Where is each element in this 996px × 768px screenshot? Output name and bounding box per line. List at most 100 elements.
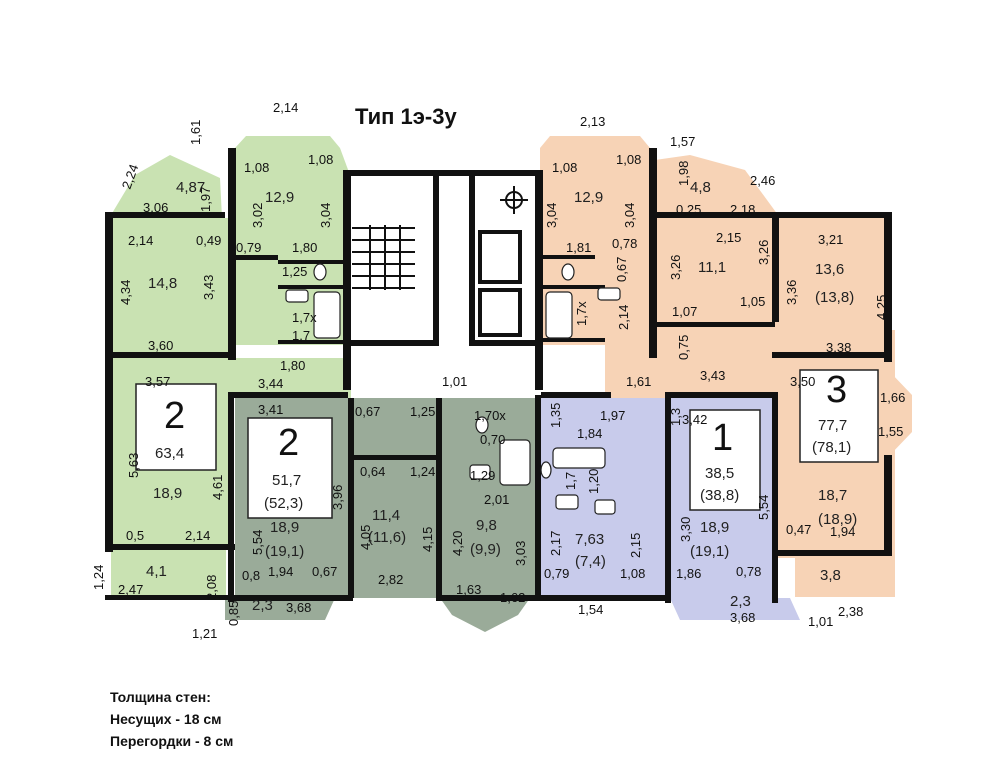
dim-label: 5,54 [250, 530, 265, 555]
dim-label: 0,70 [480, 432, 505, 447]
apt-total-alt-2: (52,3) [264, 495, 303, 512]
apt-rooms-2: 2 [278, 422, 299, 464]
dim-label: 1,7 [563, 472, 578, 490]
dim-label: 1,61 [188, 120, 203, 145]
dim-label: 3,02 [250, 203, 265, 228]
dim-label: 1,08 [244, 160, 269, 175]
dim-label: 1,29 [470, 468, 495, 483]
dim-label: 1,55 [878, 424, 903, 439]
dim-label: 1,08 [620, 566, 645, 581]
room-area: 3,8 [820, 567, 841, 584]
apt-living-3: 18,9 [700, 519, 729, 536]
dim-label: 3,50 [790, 374, 815, 389]
dim-label: 0,5 [126, 528, 144, 543]
dim-label: 1,97 [198, 187, 213, 212]
dim-label: 3,21 [818, 232, 843, 247]
apt-living-4: 18,7 [818, 487, 847, 504]
dim-label: 3,26 [668, 255, 683, 280]
dim-label: 1,08 [552, 160, 577, 175]
dim-label: 3,06 [143, 200, 168, 215]
bathtub-icon [313, 291, 606, 486]
dim-label: 1,97 [600, 408, 625, 423]
dim-label: 0,67 [355, 404, 380, 419]
dim-label: 2,38 [838, 604, 863, 619]
dim-label: 1,7 [292, 328, 310, 343]
dim-label: 1,70x [474, 408, 506, 423]
dim-label: 3,03 [513, 541, 528, 566]
dim-label: 0,67 [614, 257, 629, 282]
dim-label: 2,08 [204, 575, 219, 600]
dim-label: 1,35 [548, 403, 563, 428]
dim-label: 3,04 [318, 203, 333, 228]
plan-title: Тип 1э-3у [355, 104, 457, 129]
apartment-label-boxes [135, 369, 879, 519]
room-area: 12,9 [265, 189, 294, 206]
dim-label: 0,49 [196, 233, 221, 248]
wall-thickness-legend: Толщина стен: Несущих - 18 см Перегордки… [110, 686, 233, 752]
legend-title: Толщина стен: [110, 689, 211, 705]
apt-living-2: 18,9 [270, 519, 299, 536]
room-area: (7,4) [575, 553, 606, 570]
room-area: 9,8 [476, 517, 497, 534]
dim-label: 1,21 [192, 626, 217, 641]
room-area: 4,1 [146, 563, 167, 580]
apt-living-alt-2: (19,1) [265, 543, 304, 560]
dim-label: 1,7x [292, 310, 317, 325]
dim-label: 2,18 [730, 202, 755, 217]
dim-label: 1,54 [578, 602, 603, 617]
dim-label: 0,64 [360, 464, 385, 479]
dim-label: 0,67 [312, 564, 337, 579]
dim-label: 1,01 [442, 374, 467, 389]
legend-partitions: Перегордки - 8 см [110, 733, 234, 749]
apt-total-alt-3: (38,8) [700, 487, 739, 504]
apt-total-alt-4: (78,1) [812, 439, 851, 456]
dim-label: 1,25 [282, 264, 307, 279]
dim-label: 2,82 [378, 572, 403, 587]
dim-label: 0,8 [242, 568, 260, 583]
dim-label: 0,85 [226, 601, 241, 626]
dim-label: 2,14 [185, 528, 210, 543]
dim-label: 2,14 [616, 305, 631, 330]
dim-label: 3,38 [826, 340, 851, 355]
dim-label: 0,75 [676, 335, 691, 360]
dim-label: 0,78 [612, 236, 637, 251]
room-area: (11,6) [368, 529, 406, 546]
dim-label: 3,36 [784, 280, 799, 305]
dim-label: 1,84 [577, 426, 602, 441]
dim-label: 1,25 [410, 404, 435, 419]
dim-label: 1,94 [830, 524, 855, 539]
room-area: 4,87 [176, 179, 205, 196]
dimension-labels: 2,14 1,61 2,24 1,97 3,06 1,08 1,08 3,02 … [91, 100, 905, 641]
dim-label: 0,79 [236, 240, 261, 255]
dim-label: 2,17 [548, 531, 563, 556]
apt-total-1: 63,4 [155, 445, 184, 462]
dim-label: 1,24 [410, 464, 435, 479]
dim-label: 1,20 [586, 469, 601, 494]
room-area: 7,63 [575, 531, 604, 548]
dim-label: 1,81 [566, 240, 591, 255]
dim-label: 0,47 [786, 522, 811, 537]
room-area: 14,8 [148, 275, 177, 292]
dim-label: 4,20 [450, 531, 465, 556]
room-area: 13,6 [815, 261, 844, 278]
staircase [352, 225, 415, 290]
room-area: 11,1 [698, 259, 726, 276]
ventilation-icon [500, 186, 528, 214]
dim-label: 3,60 [148, 338, 173, 353]
dim-label: 0,25 [676, 202, 701, 217]
dim-label: 1,24 [91, 565, 106, 590]
room-area: (9,9) [470, 541, 501, 558]
dim-label: 2,14 [128, 233, 153, 248]
dim-label: 3,04 [622, 203, 637, 228]
apt-rooms-3: 1 [712, 417, 733, 459]
dim-label: 2,01 [484, 492, 509, 507]
toilet-icon [313, 263, 575, 479]
dim-label: 4,34 [118, 280, 133, 305]
dim-label: 2,46 [750, 173, 775, 188]
dim-label: 3,57 [145, 374, 170, 389]
walls [105, 148, 892, 603]
dim-label: 3,43 [201, 275, 216, 300]
dim-label: 1,98 [676, 161, 691, 186]
room-area: 2,3 [730, 593, 751, 610]
